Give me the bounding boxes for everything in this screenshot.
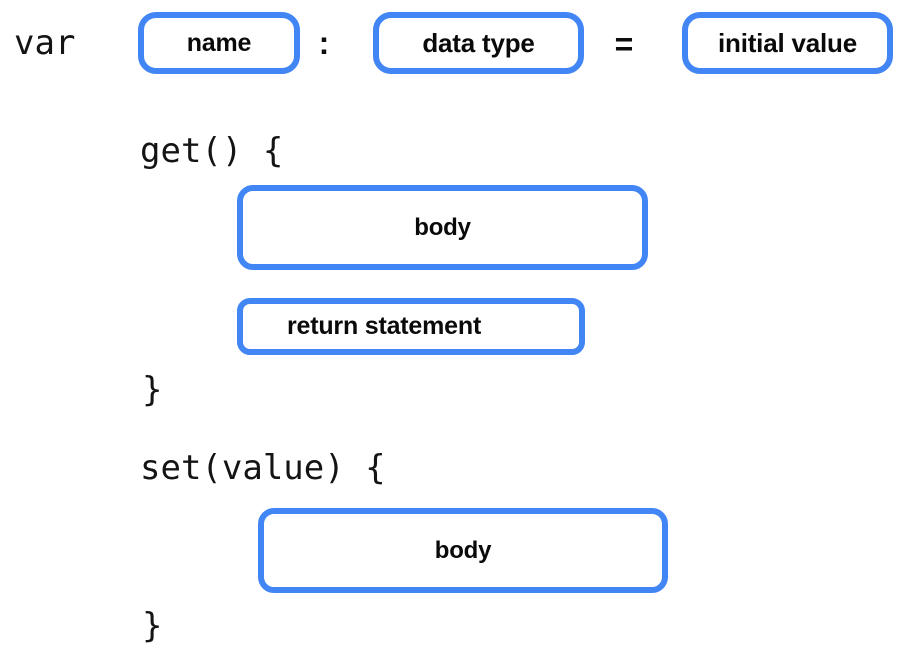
equals-operator: = <box>614 26 634 62</box>
slot-data-type[interactable]: data type <box>373 12 584 74</box>
slot-initial-value[interactable]: initial value <box>682 12 893 74</box>
setter-header: set(value) { <box>140 448 386 488</box>
slot-getter-body[interactable]: body <box>237 185 648 270</box>
getter-footer: } <box>142 370 163 410</box>
colon-operator: : <box>318 25 330 61</box>
setter-footer: } <box>142 606 163 646</box>
slot-initial-value-label: initial value <box>717 28 857 58</box>
slot-return-statement[interactable]: return statement <box>237 298 585 355</box>
slot-name-label: name <box>186 28 252 57</box>
getter-header: get() { <box>140 131 284 171</box>
slot-name[interactable]: name <box>138 12 300 74</box>
slot-return-statement-label: return statement <box>287 312 482 340</box>
slot-setter-body-label: body <box>434 536 492 564</box>
slot-setter-body[interactable]: body <box>258 508 668 593</box>
slot-data-type-label: data type <box>422 28 535 58</box>
slot-getter-body-label: body <box>414 213 471 241</box>
keyword-var: var <box>14 23 76 63</box>
